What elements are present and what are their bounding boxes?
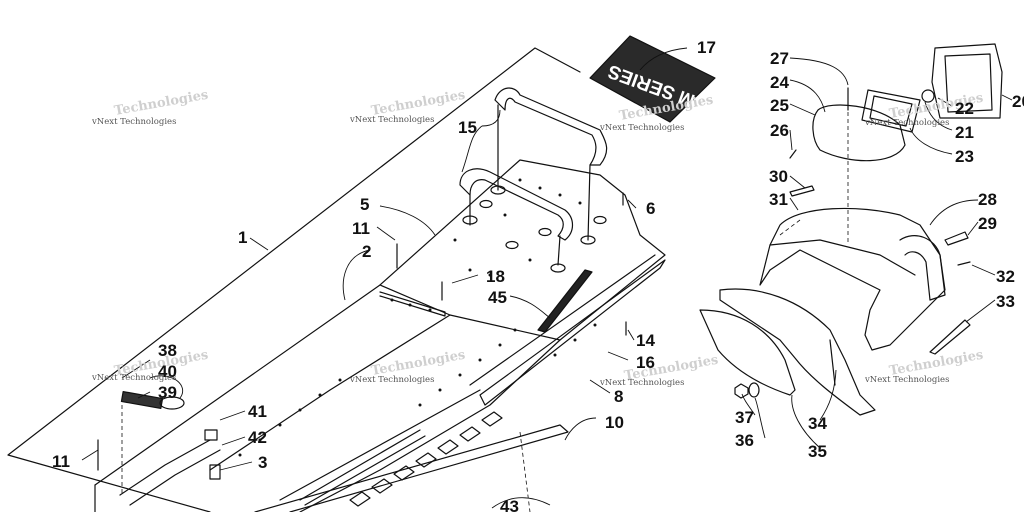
tunnel-rail xyxy=(479,259,666,406)
callout-23: 23 xyxy=(955,147,974,166)
svg-text:vNext Technologies: vNext Technologies xyxy=(349,375,434,385)
tunnel-top-ridge xyxy=(379,284,561,341)
callout-25: 25 xyxy=(770,96,789,115)
callout-35: 35 xyxy=(808,442,827,461)
bulb-22 xyxy=(921,89,935,103)
callout-38: 38 xyxy=(158,341,177,360)
wiring-harness xyxy=(119,439,221,506)
callout-18: 18 xyxy=(486,267,505,286)
callout-36: 36 xyxy=(735,431,754,450)
tunnel-side-line xyxy=(209,314,451,471)
callout-20: 20 xyxy=(1012,92,1024,111)
leader-lines xyxy=(81,47,1013,509)
rear-housing-handle xyxy=(899,235,946,301)
svg-text:Technologies: Technologies xyxy=(113,88,209,119)
clip-30 xyxy=(789,185,815,197)
callout-31: 31 xyxy=(769,190,788,209)
nut-37 xyxy=(734,383,749,399)
svg-text:vNext Technologies: vNext Technologies xyxy=(864,118,949,128)
callout-39: 39 xyxy=(158,383,177,402)
callout-10: 10 xyxy=(605,413,624,432)
decal-45 xyxy=(537,269,593,333)
running-board-inner xyxy=(279,389,481,501)
tunnel-body xyxy=(94,159,666,512)
traction-cutouts xyxy=(349,411,503,507)
callout-40: 40 xyxy=(158,362,177,381)
callout-16: 16 xyxy=(636,353,655,372)
bolt-32 xyxy=(957,261,971,266)
callout-8: 8 xyxy=(614,387,623,406)
rear-housing-rib xyxy=(769,239,916,276)
alignment-lines xyxy=(121,112,849,512)
snowflap-34 xyxy=(719,288,876,416)
callout-41: 41 xyxy=(248,402,267,421)
callout-43: 43 xyxy=(500,497,519,512)
reflector-29 xyxy=(944,231,969,246)
assembly-outline xyxy=(7,47,581,512)
taillight-gasket-inner xyxy=(869,95,913,127)
callout-26: 26 xyxy=(770,121,789,140)
callout-45: 45 xyxy=(488,288,507,307)
seat-pad-24 xyxy=(812,104,906,162)
snowflap-mount xyxy=(829,339,836,386)
watermarks: Technologies vNext Technologies Technolo… xyxy=(91,88,984,388)
svg-text:vNext Technologies: vNext Technologies xyxy=(91,117,176,127)
callout-15: 15 xyxy=(458,118,477,137)
taillight-housing-20 xyxy=(931,43,1003,119)
running-board xyxy=(254,424,569,512)
decal-38 xyxy=(120,391,164,409)
svg-text:vNext Technologies: vNext Technologies xyxy=(599,378,684,388)
grommets xyxy=(462,185,607,273)
washer-36 xyxy=(748,382,760,398)
rivet-holes xyxy=(238,178,597,457)
grab-handle-lower xyxy=(459,168,574,241)
callout-labels: 1 2 3 5 6 8 10 11 11 14 15 16 17 18 20 2… xyxy=(52,38,1024,512)
callout-14: 14 xyxy=(636,331,655,350)
tunnel-rail-inner xyxy=(469,254,656,386)
svg-text:vNext Technologies: vNext Technologies xyxy=(91,373,176,383)
handle-post xyxy=(469,104,591,266)
callout-37: 37 xyxy=(735,408,754,427)
rear-rod xyxy=(299,429,426,506)
svg-text:vNext Technologies: vNext Technologies xyxy=(349,115,434,125)
callout-1: 1 xyxy=(238,228,247,247)
reflector-33 xyxy=(929,319,971,355)
callout-34: 34 xyxy=(808,414,827,433)
callout-17: 17 xyxy=(697,38,716,57)
tunnel-front-edge xyxy=(379,291,446,317)
callout-21: 21 xyxy=(955,123,974,142)
snowflap-35 xyxy=(699,309,796,396)
connector-42 xyxy=(209,464,221,480)
fastener-26 xyxy=(789,149,797,159)
taillight-lens xyxy=(944,53,993,113)
callout-11b: 11 xyxy=(52,452,70,471)
connector-41 xyxy=(204,429,218,441)
rear-housing-28 xyxy=(759,207,946,351)
svg-text:vNext Technologies: vNext Technologies xyxy=(864,375,949,385)
callout-30: 30 xyxy=(769,167,788,186)
callout-27: 27 xyxy=(770,49,789,68)
callout-42: 42 xyxy=(248,428,267,447)
callout-5: 5 xyxy=(360,195,369,214)
callout-28: 28 xyxy=(978,190,997,209)
emblem-plate-17 xyxy=(589,35,716,123)
callout-32: 32 xyxy=(996,267,1015,286)
callout-22: 22 xyxy=(955,99,974,118)
callout-29: 29 xyxy=(978,214,997,233)
callout-33: 33 xyxy=(996,292,1015,311)
callout-6: 6 xyxy=(646,199,655,218)
clamp-39 xyxy=(159,396,185,410)
callout-24: 24 xyxy=(770,73,789,92)
svg-text:vNext Technologies: vNext Technologies xyxy=(599,123,684,133)
grab-handle xyxy=(494,87,608,166)
callout-2: 2 xyxy=(362,242,371,261)
callout-11: 11 xyxy=(352,219,370,238)
callout-3: 3 xyxy=(258,453,267,472)
